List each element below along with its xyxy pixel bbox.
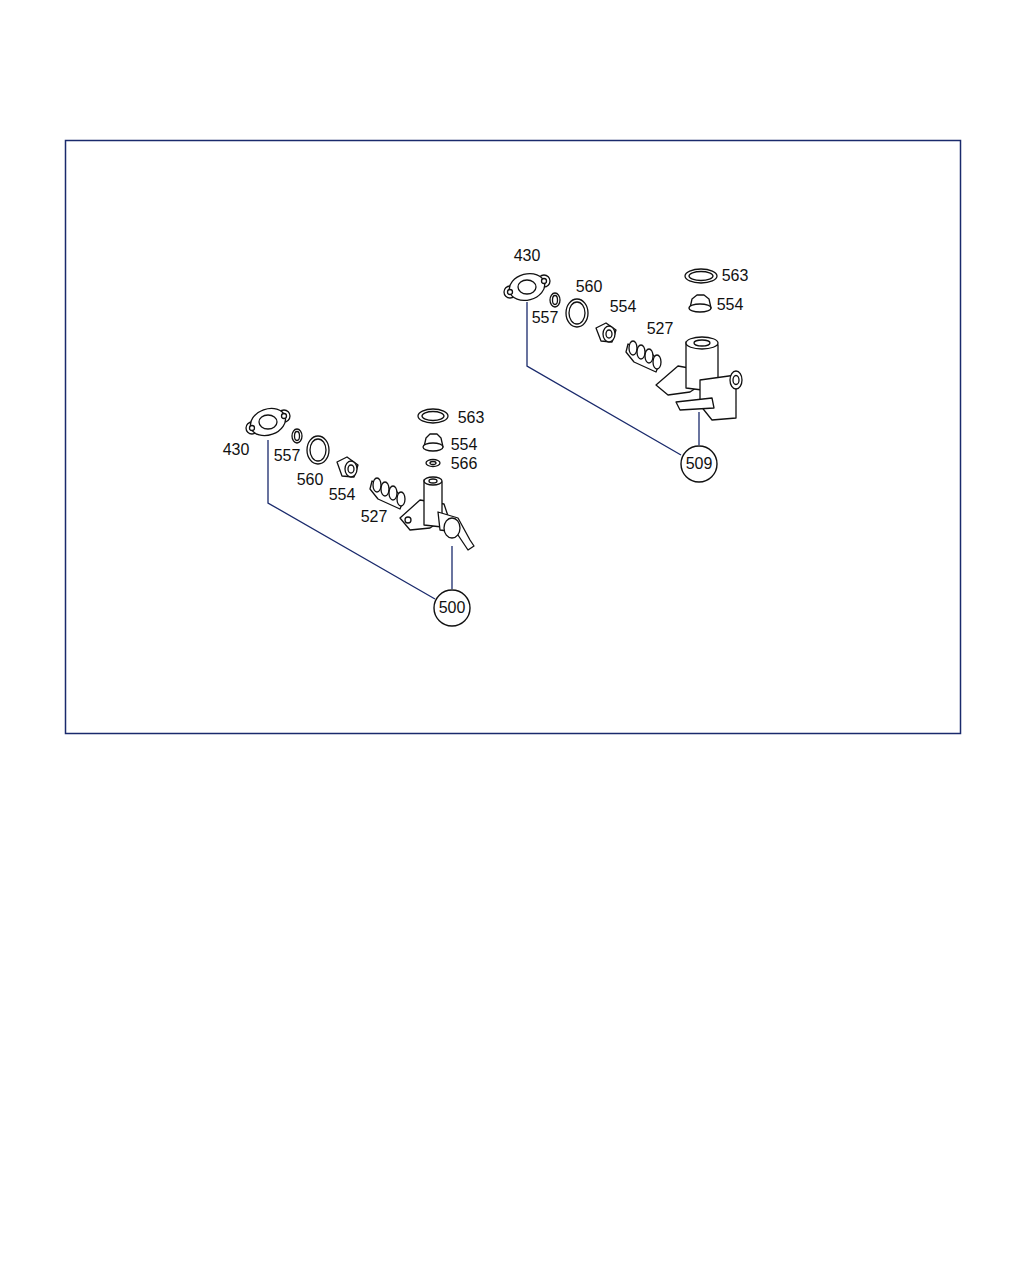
piston (626, 341, 661, 372)
callout-number: 557 (532, 309, 559, 327)
gasket (504, 270, 550, 304)
seal (596, 323, 616, 342)
callout-circle: 500 (433, 589, 471, 627)
callout-number: 554 (610, 298, 637, 316)
callout-number: 527 (647, 320, 674, 338)
piston (370, 478, 405, 509)
frame (66, 141, 961, 734)
callout-number: 500 (439, 599, 466, 617)
callout-number: 563 (458, 409, 485, 427)
callout-number: 430 (514, 247, 541, 265)
cylinder-body (400, 477, 474, 550)
seal (337, 457, 358, 477)
callout-number: 560 (297, 471, 324, 489)
callout-circle: 509 (680, 445, 718, 483)
gasket (246, 404, 290, 441)
callout-number: 554 (329, 486, 356, 504)
callout-number: 554 (717, 296, 744, 314)
callout-number: 527 (361, 508, 388, 526)
callout-number: 557 (274, 447, 301, 465)
callout-number: 554 (451, 436, 478, 454)
parts (246, 269, 742, 550)
callout-number: 509 (686, 455, 713, 473)
callout-number: 566 (451, 455, 478, 473)
cylinder-body (656, 337, 742, 420)
leader-lines (268, 302, 699, 599)
callout-number: 563 (722, 267, 749, 285)
callout-number: 560 (576, 278, 603, 296)
callout-number: 430 (223, 441, 250, 459)
